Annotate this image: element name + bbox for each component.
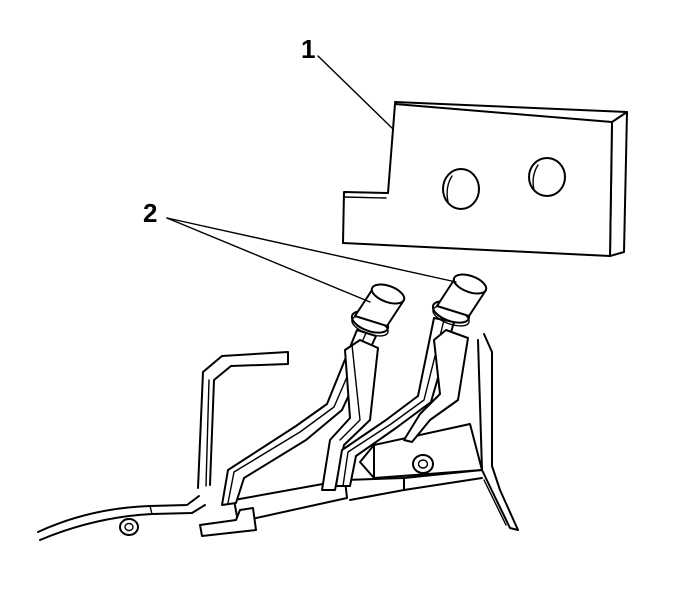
screw-left [119, 518, 139, 536]
seal-plate [342, 101, 628, 257]
heater-pipe-left [221, 283, 406, 506]
leader-lines [166, 55, 457, 303]
heater-pipe-right [335, 273, 488, 487]
callout-1: 1 [301, 34, 315, 64]
screw-right [412, 454, 434, 474]
callout-2: 2 [143, 198, 157, 228]
seal-plate-hole-left [442, 168, 480, 210]
seal-plate-hole-right [528, 157, 566, 197]
heater-housing [37, 333, 519, 541]
